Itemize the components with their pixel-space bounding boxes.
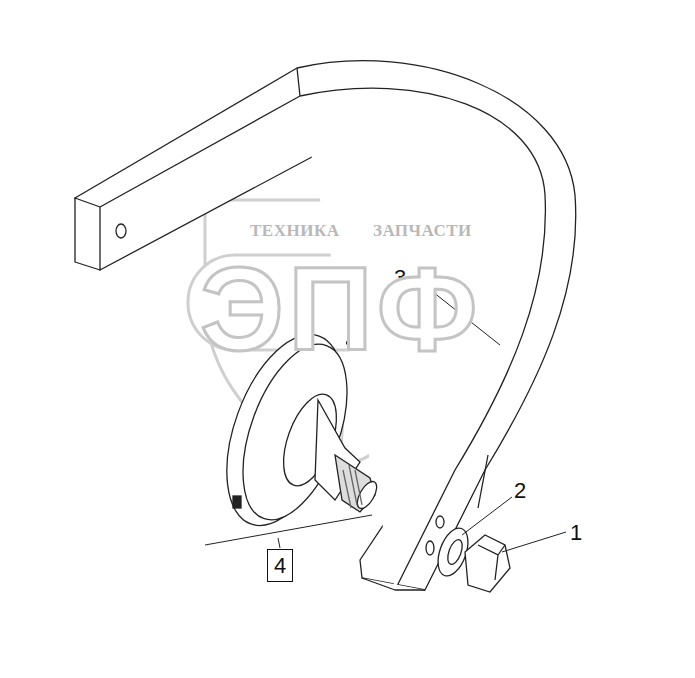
watermark-text: ТЕХНИКА: [250, 222, 340, 239]
callout-box: 4: [267, 549, 293, 582]
callout-number: 4: [274, 555, 286, 577]
watermark-text: ЗАПЧАСТИ: [373, 222, 472, 239]
bracket: [75, 61, 576, 590]
callout-number: 1: [570, 522, 582, 544]
nut: [465, 535, 510, 592]
callout-number: 2: [514, 480, 526, 502]
watermark-text: ЭПФ: [200, 250, 481, 368]
